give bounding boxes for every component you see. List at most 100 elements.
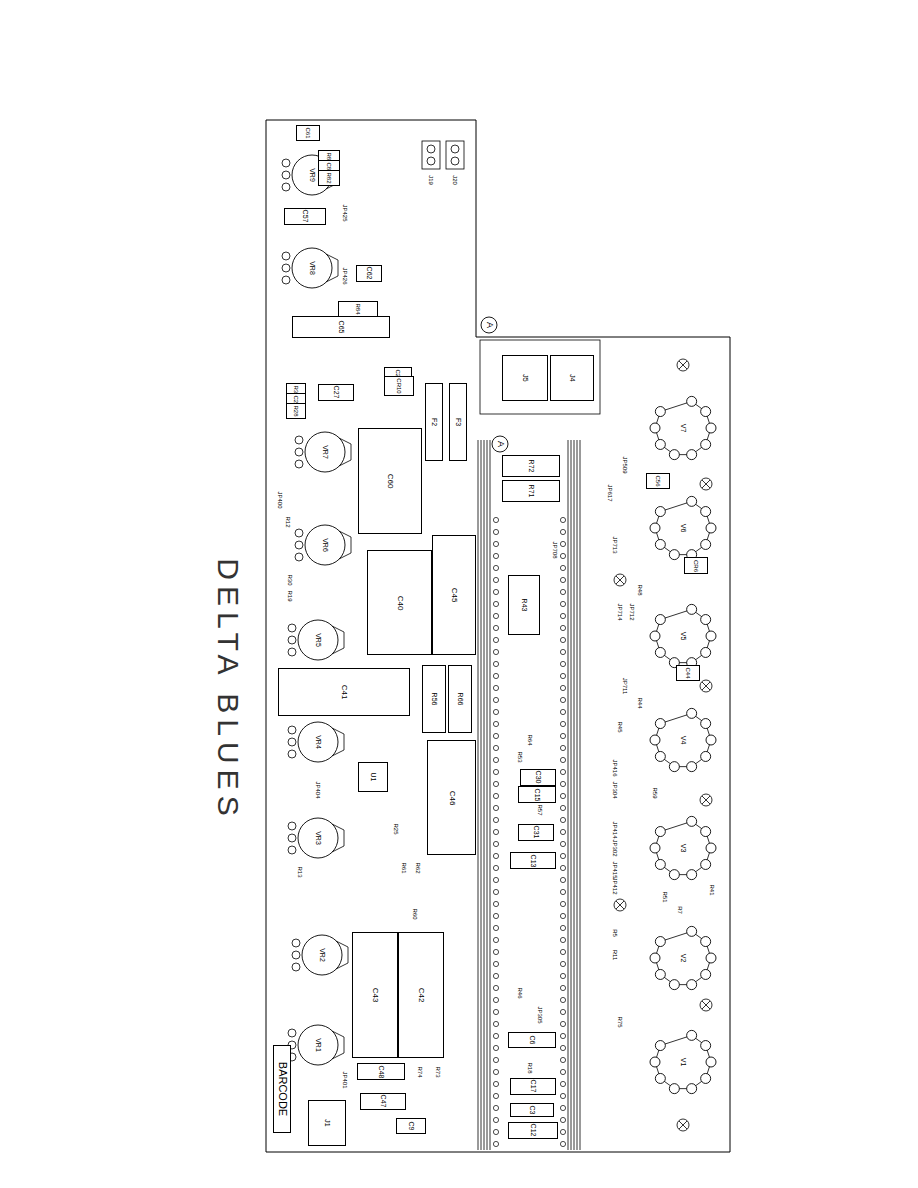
tube-socket-symbol: [650, 926, 716, 989]
solder-pad: [560, 733, 565, 738]
solder-pad: [560, 1009, 565, 1014]
pot-pin: [292, 951, 300, 959]
component-outline: C3: [510, 1103, 554, 1117]
potentiometer-symbol: [288, 818, 344, 858]
solder-pad: [560, 805, 565, 810]
solder-pad: [493, 517, 498, 522]
reference-designator: C31: [533, 826, 540, 839]
silkscreen-label: JP305: [537, 1006, 543, 1023]
pot-pin: [295, 460, 303, 468]
header-body: [446, 141, 464, 169]
silkscreen-label: R60: [412, 908, 418, 919]
reference-designator: C57: [302, 210, 309, 223]
header-connector: [446, 141, 464, 169]
pot-pin: [288, 738, 296, 746]
solder-pad: [560, 517, 565, 522]
solder-pad: [493, 709, 498, 714]
pad-row: [493, 517, 565, 1146]
silkscreen-label: R25: [393, 823, 399, 834]
hole-cross: [616, 576, 624, 584]
component-outline: U1: [358, 762, 388, 792]
mounting-holes: [614, 359, 712, 1131]
solder-pad: [560, 589, 565, 594]
pot-pin: [288, 726, 296, 734]
socket-pin: [669, 762, 679, 772]
trace-bus: [478, 440, 580, 1150]
mounting-hole: [700, 999, 712, 1011]
solder-pad: [493, 913, 498, 918]
solder-pad: [560, 769, 565, 774]
reference-designator: C61: [305, 127, 311, 138]
solder-pad: [493, 613, 498, 618]
solder-pad: [493, 745, 498, 750]
socket-pin: [655, 439, 665, 449]
socket-outline: [655, 713, 711, 766]
component-outline: J5: [502, 355, 548, 401]
mounting-hole: [700, 794, 712, 806]
reference-designator: R84: [355, 303, 361, 314]
component-outline: C27: [318, 384, 354, 401]
solder-pad: [493, 1057, 498, 1062]
component-outline: C61: [296, 125, 320, 141]
potentiometer-symbol: [295, 525, 351, 565]
silkscreen-label: V7: [680, 424, 687, 433]
trace: [577, 440, 578, 1150]
silkscreen-label: R62: [415, 862, 421, 873]
component-outline: C48: [357, 1063, 405, 1080]
component-outline: C45: [432, 535, 476, 655]
reference-circle: [492, 436, 508, 452]
pot-pin: [292, 963, 300, 971]
socket-pin: [687, 450, 697, 460]
solder-pad: [560, 853, 565, 858]
silkscreen-label: VR3: [315, 831, 322, 845]
socket-pin: [655, 859, 665, 869]
socket-pin: [687, 816, 697, 826]
solder-pad: [493, 661, 498, 666]
pot-pin: [288, 750, 296, 758]
silkscreen-label: R7: [677, 906, 683, 914]
solder-pad: [493, 577, 498, 582]
reference-designator: C60: [386, 474, 394, 489]
reference-designator: C48: [378, 1065, 385, 1078]
solder-pad: [493, 1141, 498, 1146]
potentiometers: [282, 155, 351, 1065]
solder-pad: [560, 793, 565, 798]
solder-pad: [560, 913, 565, 918]
socket-pin: [701, 615, 711, 625]
reference-designator: F3: [455, 418, 462, 426]
silkscreen-label: R13: [297, 866, 303, 877]
reference-designator: C45: [450, 588, 458, 603]
solder-pad: [493, 733, 498, 738]
mounting-hole: [700, 680, 712, 692]
socket-pin: [687, 604, 697, 614]
socket-pin: [701, 647, 711, 657]
solder-pad: [560, 877, 565, 882]
reference-designator: C6: [529, 1036, 536, 1045]
socket-pin: [655, 647, 665, 657]
solder-pad: [560, 1117, 565, 1122]
reference-designator: J4: [569, 374, 576, 381]
silkscreen-label: JP415: [612, 861, 618, 878]
silkscreen-label: VR5: [315, 633, 322, 647]
socket-pin: [655, 615, 665, 625]
component-outline: J1: [308, 1100, 346, 1146]
solder-pad: [493, 1129, 498, 1134]
trace: [481, 440, 482, 1150]
silkscreen-label: V6: [680, 524, 687, 533]
pot-tab: [332, 626, 344, 654]
reference-designator: R43: [521, 599, 528, 612]
silkscreen-label: R5: [612, 929, 618, 937]
solder-pad: [560, 553, 565, 558]
potentiometer-symbol: [288, 620, 344, 660]
socket-pin: [687, 762, 697, 772]
socket-pin: [701, 1041, 711, 1051]
socket-pin: [650, 953, 660, 963]
pot-pin: [295, 553, 303, 561]
component-outline: J4: [550, 355, 594, 401]
silkscreen-label: R75: [617, 1016, 623, 1027]
solder-pad: [493, 985, 498, 990]
pot-pin: [288, 1029, 296, 1037]
solder-pad: [560, 829, 565, 834]
header-pin: [427, 145, 435, 153]
socket-pin: [701, 407, 711, 417]
